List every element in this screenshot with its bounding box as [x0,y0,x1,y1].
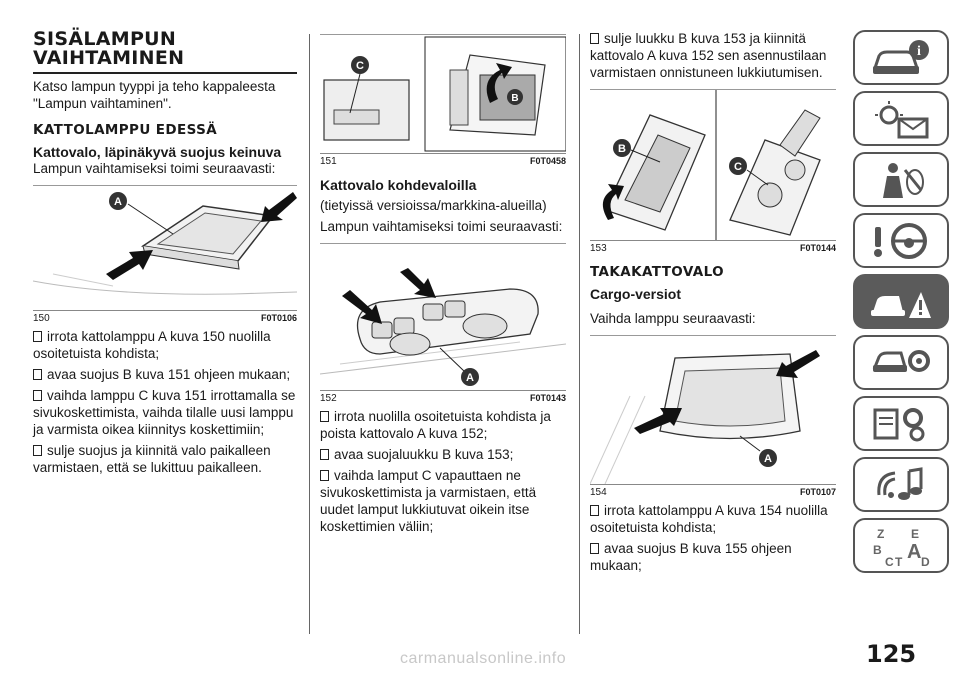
heading: Kattovalo, läpinäkyvä suojus keinuva [33,144,282,160]
figure-154-illustration: A [590,336,836,484]
lead-text: Vaihda lamppu seuraavasti: [590,311,756,326]
bullet-item: vaihda lamput C vapauttaen ne sivukosket… [320,468,537,534]
figure-153: B C 153 F0T0144 [590,89,836,254]
figure-151-illustration: C B [320,35,566,153]
bullet-item: avaa suojus B kuva 155 ohjeen mukaan; [590,541,792,573]
svg-text:Z: Z [877,527,884,541]
tab-technical-data[interactable] [853,396,949,451]
index-icon: Z E B A C T D [873,527,930,568]
car-info-icon: i [872,39,929,74]
chapter-tabs: i [853,30,957,579]
figure-code: F0T0107 [799,487,836,497]
bullet-item: avaa suojaluukku B kuva 153; [320,446,566,463]
figure-150-label-a: A [114,196,122,208]
safety-icon [883,162,924,198]
figure-154-caption: 154 F0T0107 [590,484,836,498]
subsection-title: TAKAKATTOVALO [590,264,724,280]
bullet-item: avaa suojus B kuva 151 ohjeen mukaan; [33,366,297,383]
subsection-title: KATTOLAMPPU EDESSÄ [33,122,218,138]
checkbox-bullet-icon [320,470,329,481]
bullet-item: irrota kattolamppu A kuva 150 nuolilla o… [33,329,271,361]
figure-code: F0T0106 [260,313,297,323]
svg-text:E: E [911,527,919,541]
figure-151-label-b: B [511,93,518,104]
svg-text:C: C [885,555,894,568]
bullet-item: irrota nuolilla osoitetuista kohdista ja… [320,409,551,441]
warning-lights-icon [875,100,929,138]
tab-multimedia[interactable] [853,457,949,512]
figure-150: A 150 F0T0106 [33,185,297,324]
figure-152: A 152 F0T0143 [320,243,566,404]
steering-wheel-icon [874,222,927,259]
tab-index[interactable]: Z E B A C T D [853,518,949,573]
figure-152-caption: 152 F0T0143 [320,390,566,404]
svg-text:i: i [917,44,921,59]
bullet-item: sulje suojus ja kiinnitä valo paikalleen… [33,443,271,475]
svg-text:D: D [921,555,930,568]
figure-number: 154 [590,487,607,498]
tab-car-info[interactable]: i [853,30,949,85]
bullet-item: vaihda lamppu C kuva 151 irrottamalla se… [33,388,296,437]
multimedia-icon [877,466,923,500]
column-3: sulje luukku B kuva 153 ja kiinnitä katt… [590,30,836,578]
emergency-icon [871,291,931,318]
tab-safety[interactable] [853,152,949,207]
figure-151-label-c: C [356,60,364,72]
bullet-item: sulje luukku B kuva 153 ja kiinnitä katt… [590,31,827,80]
figure-152-illustration: A [320,244,566,390]
svg-text:A: A [907,541,921,563]
heading: Cargo-versiot [590,286,682,302]
tab-in-an-emergency[interactable] [853,274,949,329]
checkbox-bullet-icon [320,449,329,460]
svg-text:B: B [873,543,882,557]
checkbox-bullet-icon [33,445,42,456]
figure-154: A 154 F0T0107 [590,335,836,498]
maintenance-icon [872,349,930,372]
figure-153-caption: 153 F0T0144 [590,240,836,254]
figure-151-caption: 151 F0T0458 [320,153,566,167]
section-title: SISÄLAMPUN VAIHTAMINEN [33,30,297,74]
figure-150-caption: 150 F0T0106 [33,310,297,324]
page-number: 125 [866,640,917,668]
column-1: SISÄLAMPUN VAIHTAMINEN Katso lampun tyyp… [33,30,297,480]
lead-text: Lampun vaihtamiseksi toimi seuraavasti: [320,219,563,234]
figure-154-label-a: A [764,453,772,465]
bullet-item: irrota kattolamppu A kuva 154 nuolilla o… [590,503,828,535]
svg-text:T: T [895,555,903,568]
figure-153-illustration: B C [590,90,836,240]
watermark: carmanualsonline.info [400,650,567,667]
column-2: C B 151 F0T0458 Kattovalo kohdevaloilla … [320,30,566,539]
figure-number: 153 [590,243,607,254]
checkbox-bullet-icon [33,331,42,342]
figure-code: F0T0143 [529,393,566,403]
column-divider [579,34,580,634]
checkbox-bullet-icon [590,33,599,44]
lead-text: Lampun vaihtamiseksi toimi seuraavasti: [33,161,276,176]
tab-warning-lights[interactable] [853,91,949,146]
figure-number: 152 [320,393,337,404]
tab-starting-driving[interactable] [853,213,949,268]
figure-code: F0T0458 [529,156,566,166]
note-text: (tietyissä versioissa/markkina-alueilla) [320,198,547,213]
checkbox-bullet-icon [590,505,599,516]
checkbox-bullet-icon [33,390,42,401]
column-divider [309,34,310,634]
figure-number: 151 [320,156,337,167]
intro-text: Katso lampun tyyppi ja teho kappaleesta … [33,79,276,111]
figure-151: C B 151 F0T0458 [320,34,566,167]
heading: Kattovalo kohdevaloilla [320,177,477,193]
figure-code: F0T0144 [799,243,836,253]
tab-servicing[interactable] [853,335,949,390]
figure-150-illustration: A [33,186,297,310]
figure-152-label-a: A [466,372,474,384]
technical-data-icon [873,407,925,441]
figure-153-label-c: C [734,161,742,173]
checkbox-bullet-icon [590,543,599,554]
figure-number: 150 [33,313,50,324]
checkbox-bullet-icon [33,369,42,380]
figure-153-label-b: B [618,143,626,155]
checkbox-bullet-icon [320,411,329,422]
